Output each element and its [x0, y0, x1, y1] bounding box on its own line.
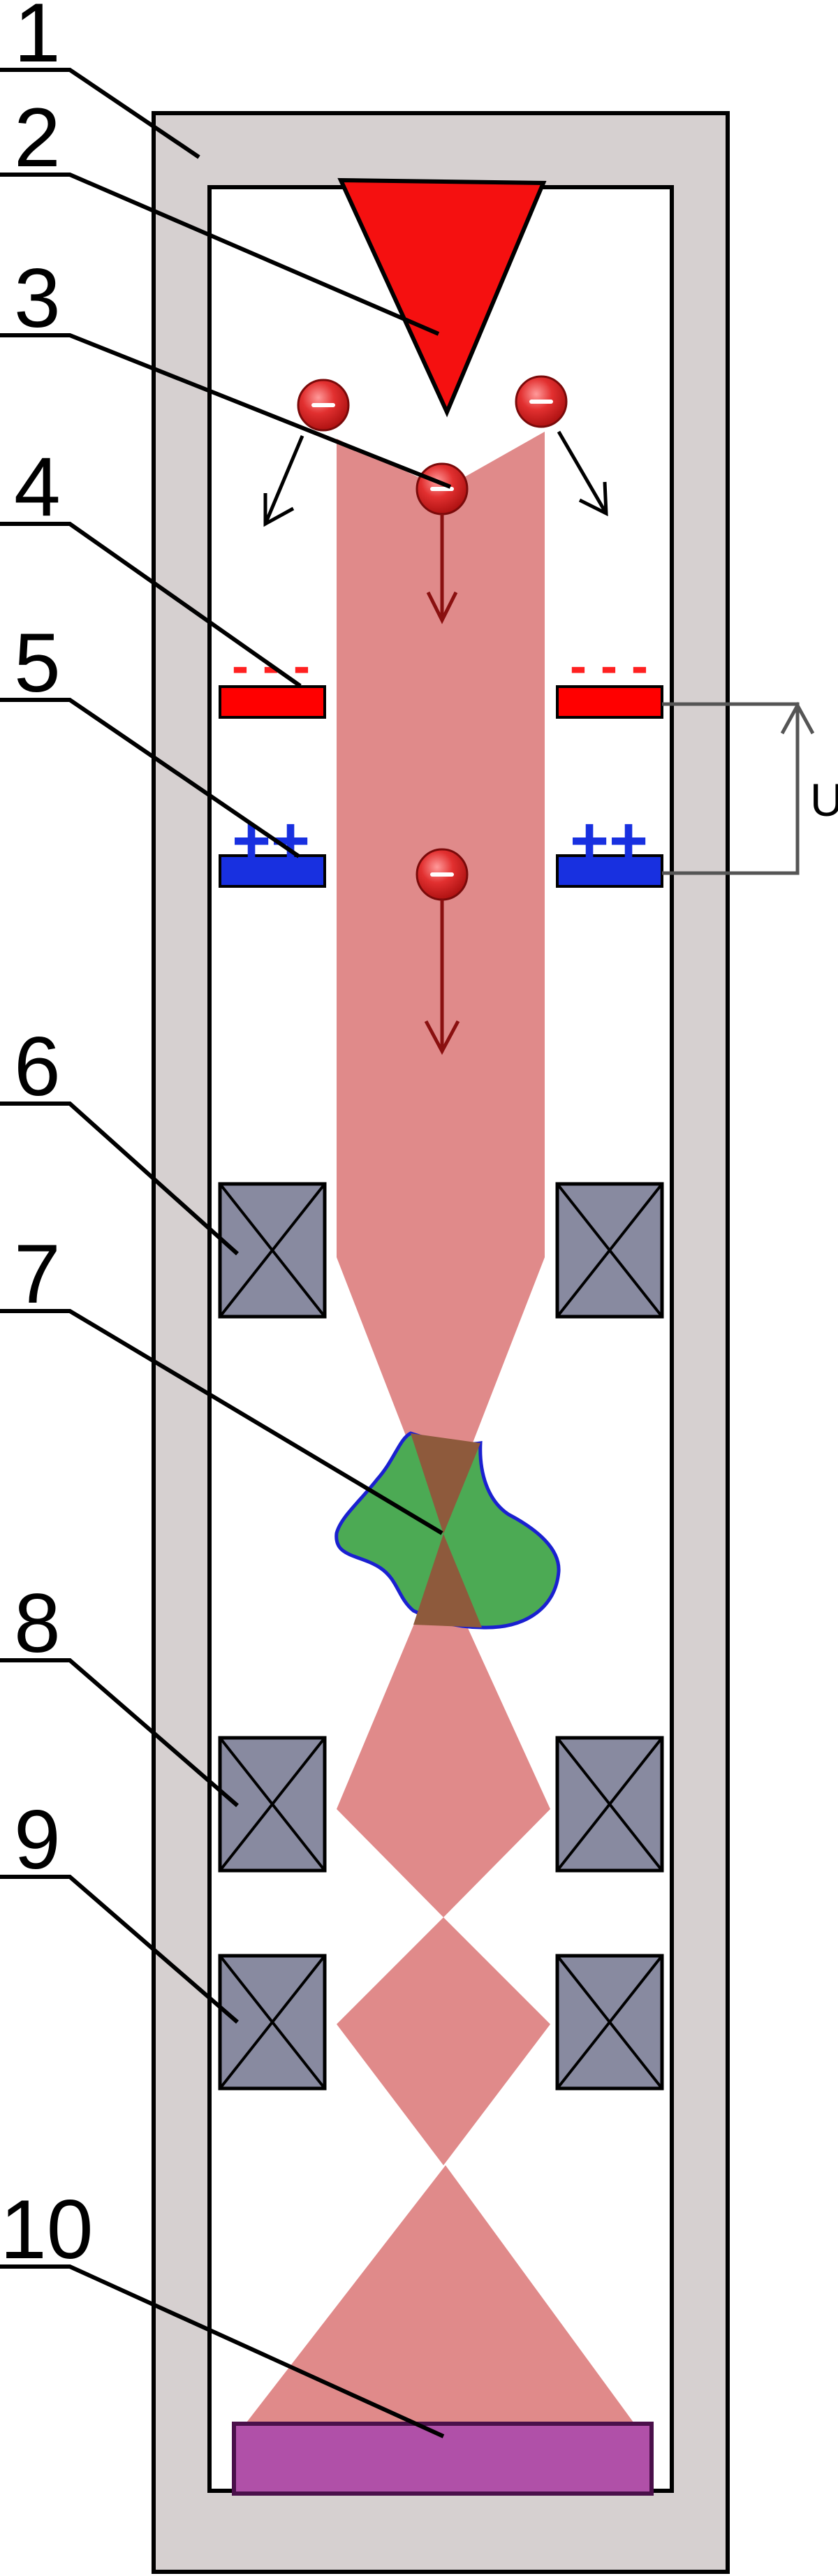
condenser-lens: [218, 1182, 664, 1319]
label-6: 6: [14, 1020, 61, 1113]
electron-icon: [515, 375, 568, 428]
electron-arrows: [263, 430, 608, 1055]
part-labels: 1 2 3 4 5 6 7 8 9 10: [0, 0, 93, 2276]
label-2: 2: [14, 91, 61, 184]
electron-icon: [416, 848, 469, 901]
positive-plates: ++ ++: [219, 803, 663, 888]
positive-sign-left: ++: [232, 803, 310, 878]
label-1: 1: [14, 0, 61, 80]
electron-icon: [297, 379, 350, 432]
cathode-filament: [337, 177, 547, 418]
negative-sign-right: - - -: [570, 638, 648, 694]
arrow-down-icon: [263, 435, 304, 527]
label-8: 8: [14, 1576, 61, 1670]
specimen: [335, 1431, 561, 1630]
label-9: 9: [14, 1793, 61, 1887]
magnetic-lenses: [218, 1182, 664, 2091]
label-4: 4: [14, 440, 61, 534]
voltage-label: U: [810, 774, 838, 826]
label-7: 7: [14, 1227, 61, 1321]
label-3: 3: [14, 251, 61, 345]
label-10: 10: [0, 2183, 93, 2276]
electron-icon: [416, 462, 469, 515]
arrow-down-icon: [557, 430, 608, 517]
voltage-circuit: U: [662, 701, 838, 875]
positive-sign-right: ++: [570, 803, 648, 878]
arrow-down-icon: [424, 900, 460, 1055]
label-5: 5: [14, 616, 61, 710]
callout-lines: [0, 68, 452, 2438]
arrow-down-icon: [426, 514, 458, 624]
